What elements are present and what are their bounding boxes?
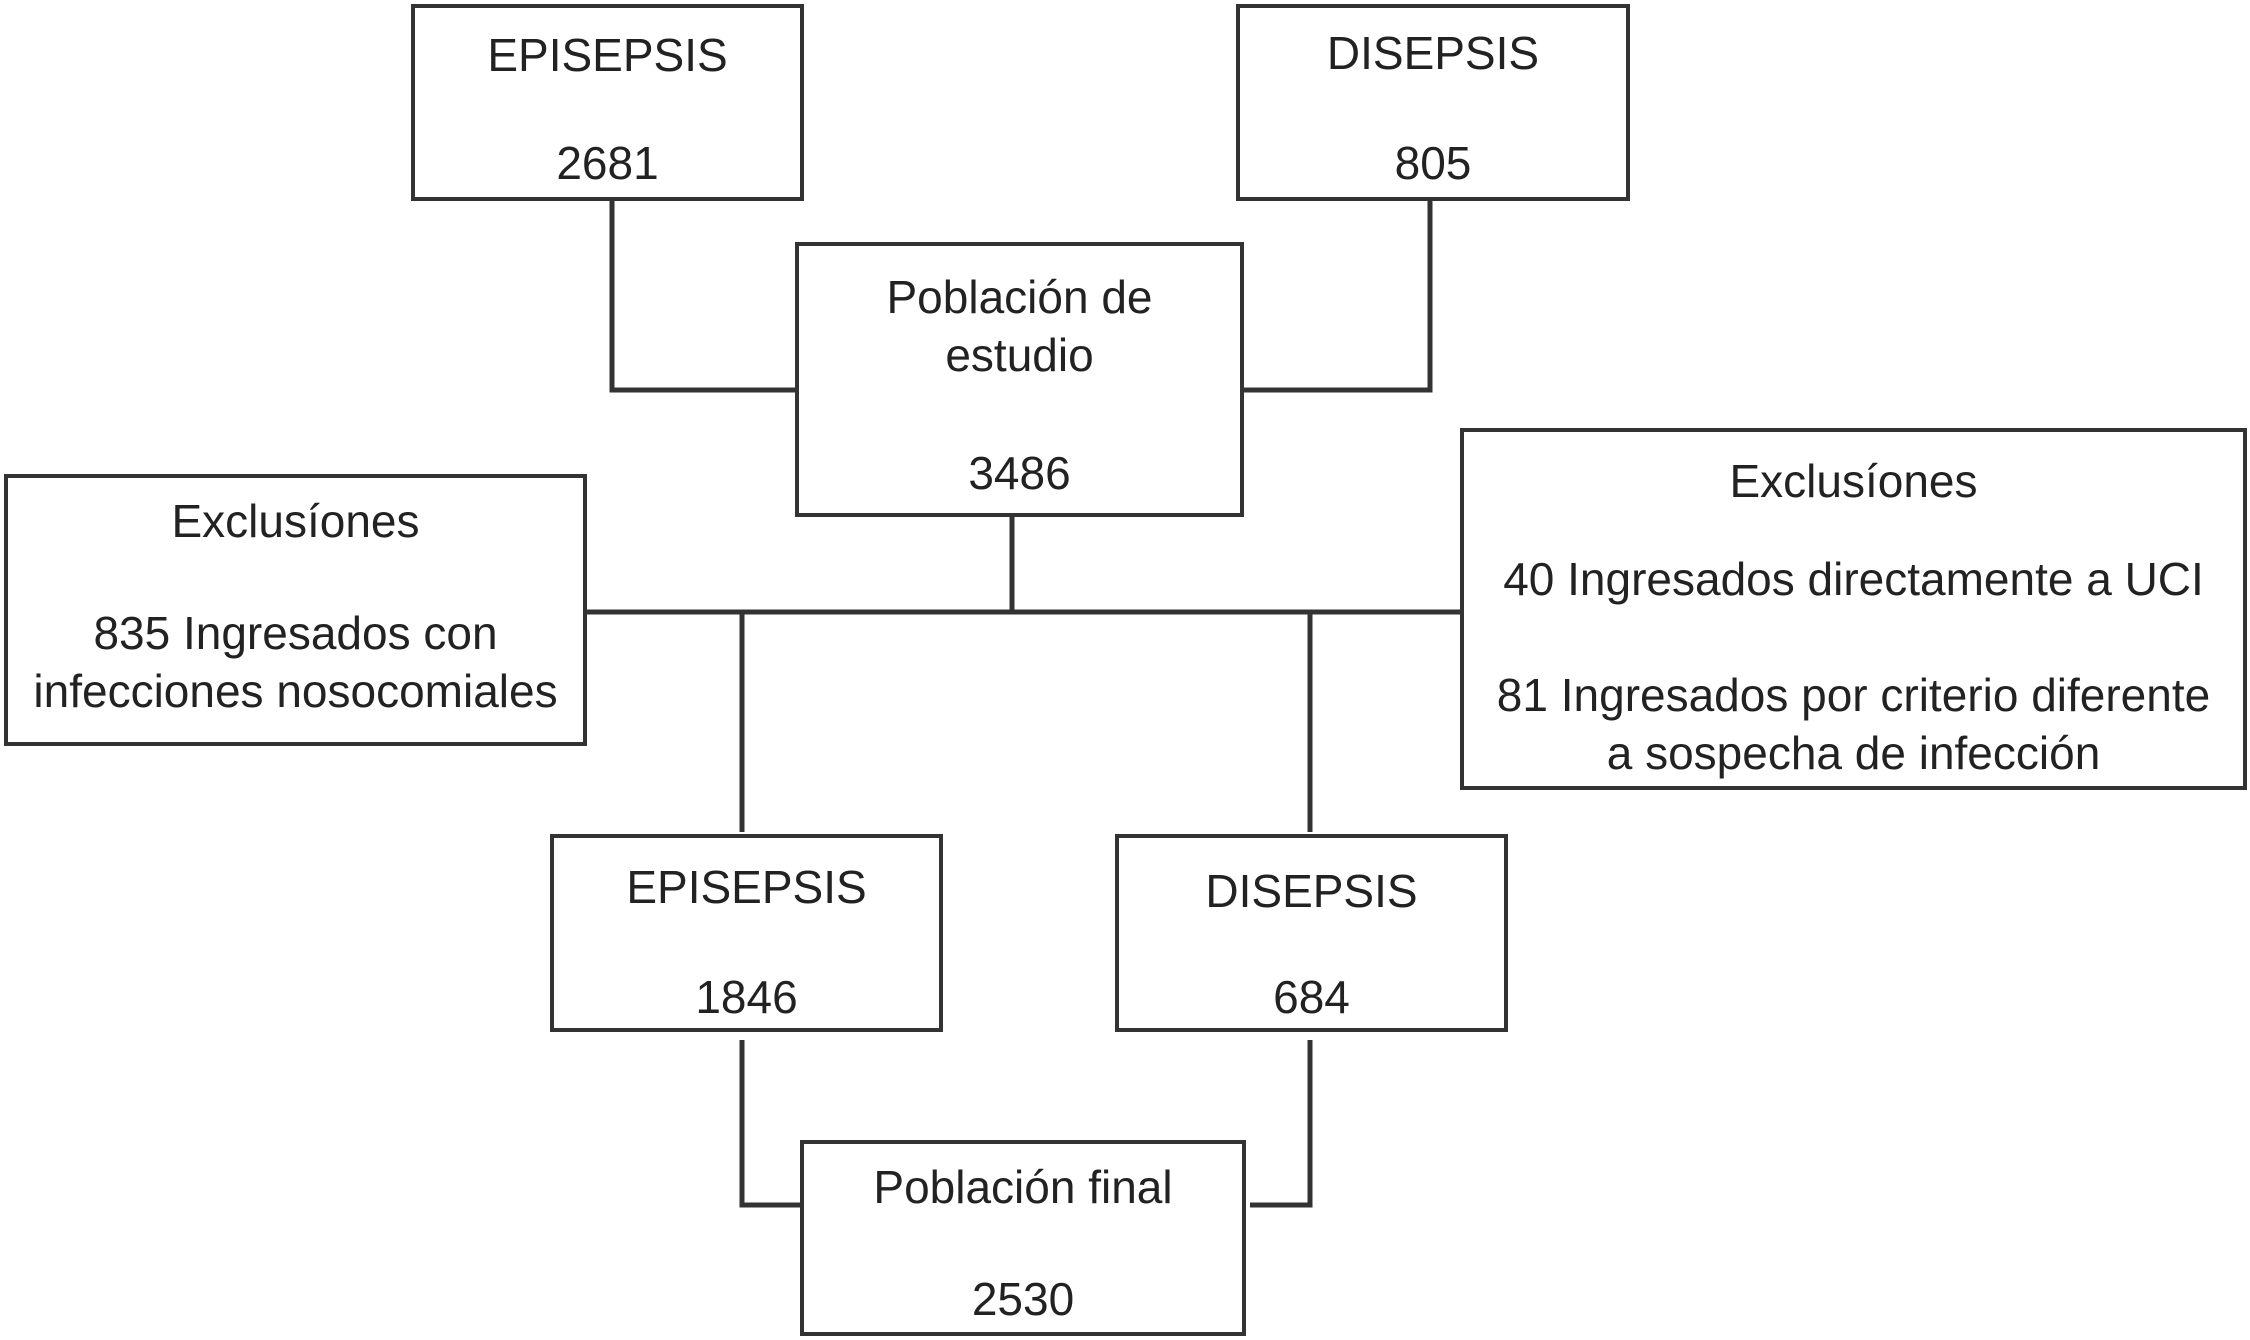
exclusions-left-line1: 835 Ingresados con xyxy=(93,607,498,659)
episepsis-final-count: 1846 xyxy=(695,971,798,1023)
connector-mid-left-final xyxy=(739,1040,802,1208)
connector-mid-right-final xyxy=(1250,1040,1313,1208)
episepsis-initial-count: 2681 xyxy=(556,137,659,189)
exclusions-left-line2: infecciones nosocomiales xyxy=(33,665,558,717)
connector-top-left xyxy=(609,200,797,393)
disepsis-initial-box: DISEPSIS 805 xyxy=(1236,4,1630,201)
study-population-title-line2: estudio xyxy=(945,329,1094,381)
episepsis-initial-box: EPISEPSIS 2681 xyxy=(411,4,804,201)
exclusions-left-box: Exclusíones 835 Ingresados con infeccion… xyxy=(4,474,587,746)
study-population-box: Población de estudio 3486 xyxy=(795,242,1244,517)
exclusions-right-item1: 40 Ingresados directamente a UCI xyxy=(1503,553,2204,605)
disepsis-final-count: 684 xyxy=(1273,971,1350,1023)
episepsis-initial-title: EPISEPSIS xyxy=(487,29,728,81)
exclusions-right-title: Exclusíones xyxy=(1729,455,1978,507)
study-population-count: 3486 xyxy=(968,447,1071,499)
final-population-box: Población final 2530 xyxy=(800,1140,1246,1336)
connector-top-right xyxy=(1242,200,1433,393)
final-population-count: 2530 xyxy=(971,1273,1075,1325)
exclusions-left-title: Exclusíones xyxy=(171,495,420,547)
exclusions-right-item2-line1: 81 Ingresados por criterio diferente xyxy=(1496,669,2211,721)
episepsis-final-box: EPISEPSIS 1846 xyxy=(550,834,943,1032)
exclusions-right-item2-line2: a sospecha de infección xyxy=(1606,727,2101,779)
exclusions-right-box: Exclusíones 40 Ingresados directamente a… xyxy=(1460,428,2247,790)
disepsis-initial-title: DISEPSIS xyxy=(1326,27,1540,79)
disepsis-final-title: DISEPSIS xyxy=(1205,865,1418,917)
study-population-title-line1: Población de xyxy=(886,271,1153,323)
disepsis-initial-count: 805 xyxy=(1394,137,1472,189)
final-population-title: Población final xyxy=(873,1161,1173,1213)
episepsis-final-title: EPISEPSIS xyxy=(626,861,867,913)
disepsis-final-box: DISEPSIS 684 xyxy=(1115,834,1508,1032)
